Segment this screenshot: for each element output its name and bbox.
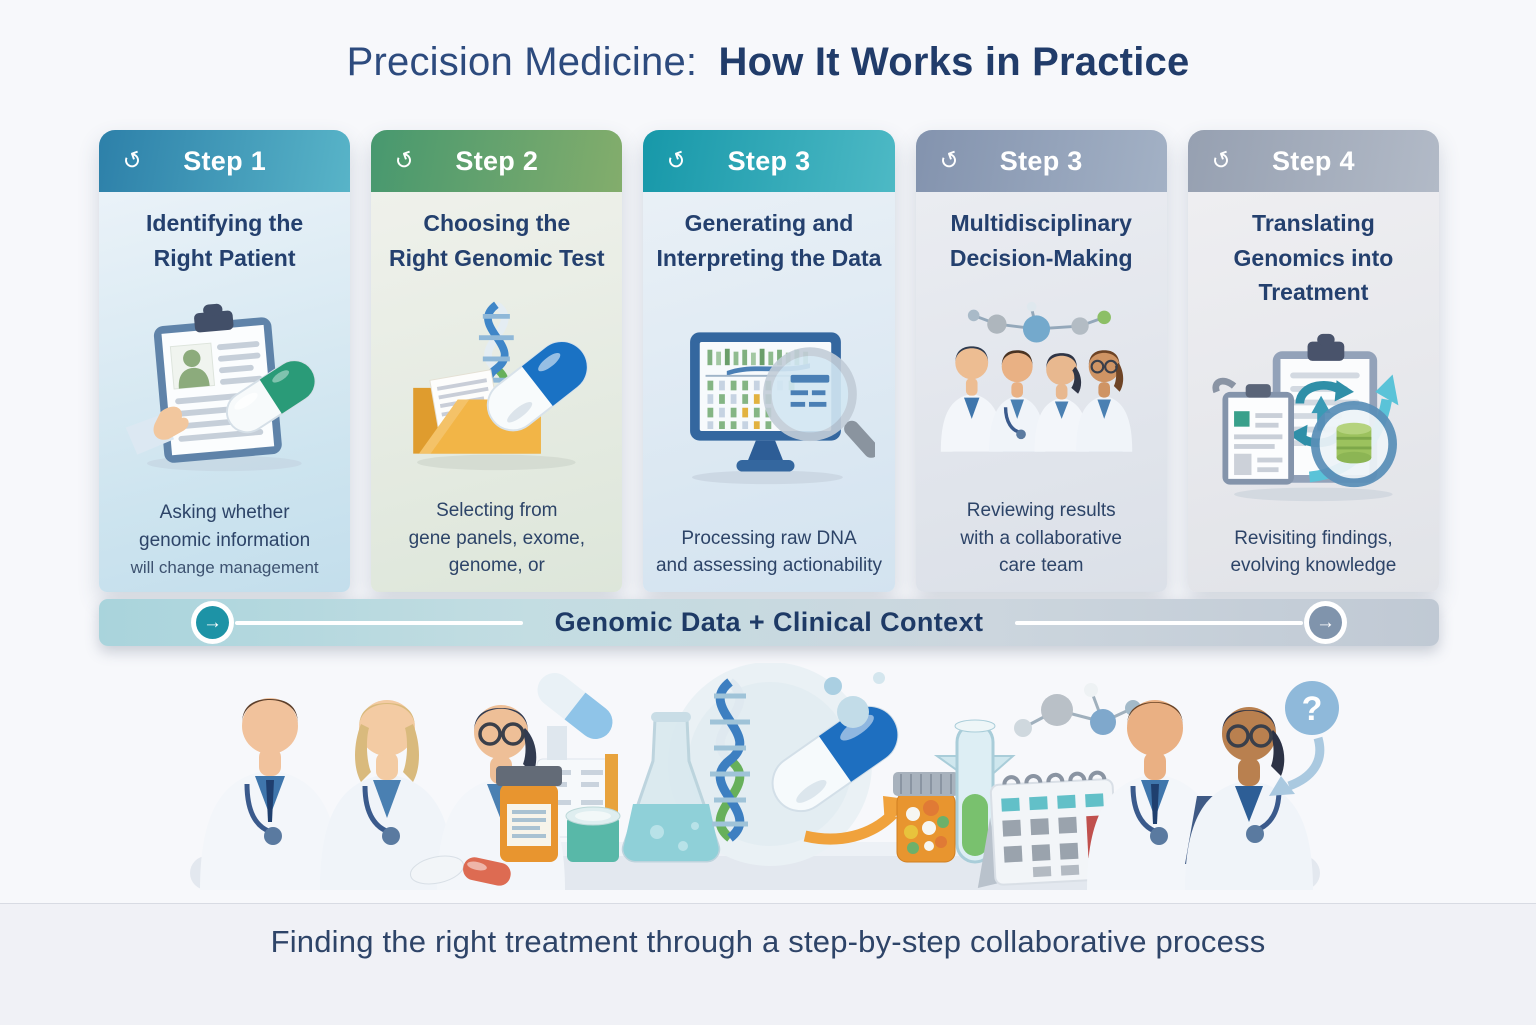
step-description: Asking whether genomic information <box>139 502 311 551</box>
swirl-icon: ↺ <box>935 144 963 177</box>
step-1-header: ↺ Step 1 <box>99 130 351 192</box>
swirl-icon: ↺ <box>1207 144 1236 177</box>
svg-text:?: ? <box>1302 690 1323 728</box>
step-description-note: will change management <box>130 558 319 578</box>
step-badge: Step 3 <box>999 145 1083 176</box>
folder-dna-capsule-illustration <box>413 301 589 471</box>
swirl-icon: ↺ <box>118 144 147 177</box>
clipboard-capsule-illustration <box>125 303 316 472</box>
question-icon: ? <box>1269 681 1339 796</box>
capsule-icon <box>487 341 589 432</box>
page-title-bold: How It Works in Practice <box>718 40 1190 84</box>
step-card-5: ↺ Step 4 Translating Genomics into Treat… <box>1187 130 1440 592</box>
step-title: Translating Genomics into Treatment <box>1233 210 1394 305</box>
small-clipboard-icon <box>1212 377 1295 485</box>
banner-line-right <box>1015 620 1304 625</box>
doctor-figure <box>940 346 1003 452</box>
step-card-4: ↺ Step 3 Multidisciplinary Decision-Maki… <box>915 130 1167 592</box>
bubbles <box>824 672 885 728</box>
magnifier-icon <box>762 347 876 458</box>
step-description: Processing raw DNA and assessing actiona… <box>655 527 883 577</box>
step-title: Multidisciplinary Decision-Making <box>949 210 1133 271</box>
step-4-header: ↺ Step 3 <box>915 130 1167 192</box>
step-card-3: ↺ Step 3 Generating and Interpreting the… <box>643 130 895 592</box>
swirl-icon: ↺ <box>391 144 419 177</box>
big-capsule-icon <box>537 672 613 740</box>
step-cards-row: ↺ Step 1 Identifying the Right Patient <box>99 130 1440 592</box>
step-badge: Step 2 <box>455 145 539 176</box>
medicine-bottle-icon <box>496 766 562 862</box>
step-5-illustration <box>1198 310 1429 525</box>
step-3-illustration <box>653 275 884 525</box>
flask-icon <box>621 712 721 863</box>
pill-bottle-icon <box>893 772 959 863</box>
step-title: Identifying the Right Patient <box>146 210 304 271</box>
step-2-illustration <box>381 275 612 497</box>
calendar-icon <box>977 770 1119 889</box>
doctor-figure <box>200 698 340 890</box>
step-1-illustration <box>109 275 340 499</box>
step-description: Reviewing results with a collaborative c… <box>960 500 1122 577</box>
collaboration-scene: ? <box>190 662 1339 890</box>
pills-icon <box>409 855 511 886</box>
step-badge: Step 4 <box>1272 145 1355 176</box>
footer: Finding the right treatment through a st… <box>0 903 1536 1025</box>
page-title-regular: Precision Medicine: <box>346 40 698 84</box>
jar-icon <box>565 806 621 862</box>
doctor-figure <box>320 700 454 890</box>
bottom-illustration: ? <box>185 662 1350 897</box>
banner-label: Genomic Data + Clinical Context <box>554 607 984 637</box>
step-description: Selecting from gene panels, exome, genom… <box>408 500 585 577</box>
doctor-figure <box>989 350 1046 452</box>
team-molecule-illustration <box>940 302 1133 452</box>
step-description: Revisiting findings, evolving knowledge <box>1230 527 1397 577</box>
clipboard-refresh-illustration <box>1212 334 1399 502</box>
swirl-icon: ↺ <box>663 144 691 177</box>
magnifier-database-icon <box>1310 401 1398 488</box>
process-banner: → Genomic Data + Clinical Context → <box>99 599 1439 646</box>
molecule-icon <box>1014 683 1141 737</box>
arrow-circle-right: → <box>1309 606 1343 639</box>
doctor-figure <box>1076 350 1133 452</box>
test-tube-icon <box>933 719 1016 864</box>
step-title: Choosing the Right Genomic Test <box>389 210 605 271</box>
step-title: Generating and Interpreting the Data <box>656 210 882 271</box>
step-2-header: ↺ Step 2 <box>371 130 623 192</box>
arrow-right-icon: → <box>203 611 222 633</box>
step-3-header: ↺ Step 3 <box>643 130 895 192</box>
doctor-figure <box>1185 707 1313 890</box>
monitor-magnifier-illustration <box>689 332 876 485</box>
page-title: Precision Medicine: How It Works in Prac… <box>0 40 1536 85</box>
hand-icon <box>125 406 189 455</box>
step-5-header: ↺ Step 4 <box>1187 130 1440 192</box>
banner-line-left <box>235 620 523 625</box>
step-4-illustration <box>926 275 1157 497</box>
molecule-icon <box>967 302 1111 343</box>
arrow-right-icon: → <box>1316 611 1336 633</box>
arrow-circle-left: → <box>196 606 229 639</box>
step-badge: Step 1 <box>183 145 267 176</box>
step-badge: Step 3 <box>727 145 811 176</box>
capsule-icon <box>226 360 316 434</box>
doctor-figure <box>1034 353 1089 452</box>
step-card-1: ↺ Step 1 Identifying the Right Patient <box>99 130 351 592</box>
footer-caption: Finding the right treatment through a st… <box>270 924 1266 959</box>
dna-icon <box>710 678 750 842</box>
step-card-2: ↺ Step 2 Choosing the Right Genomic Test <box>371 130 623 592</box>
team-icon <box>940 346 1133 452</box>
capsule-icon <box>771 705 899 813</box>
